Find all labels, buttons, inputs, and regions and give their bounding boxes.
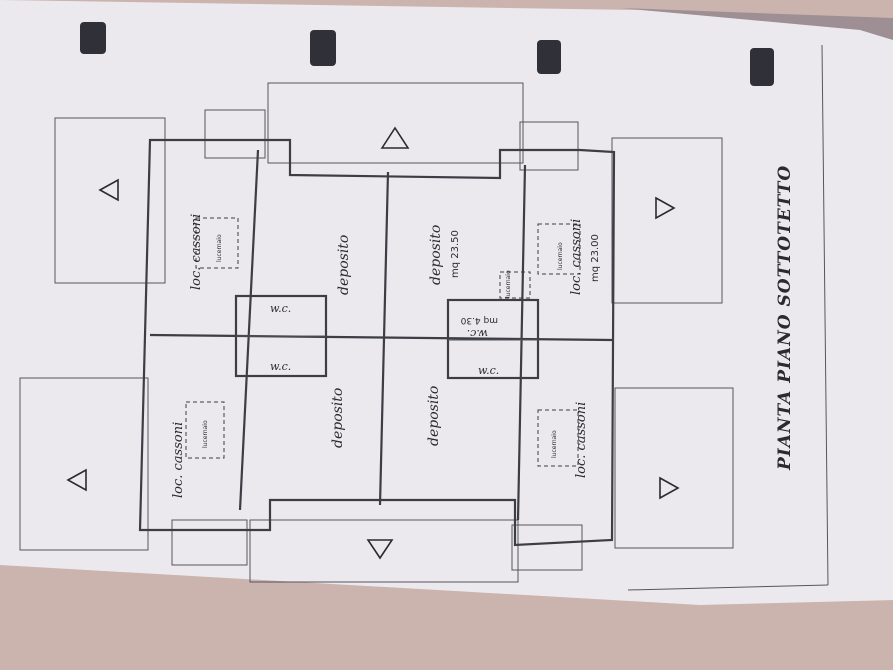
label-tc-deposito: deposito [428,225,444,285]
label-bl-lucernaio: lucernaio [202,420,209,448]
wc-blocks [234,294,540,380]
label-bl-cassoni: loc. cassoni [171,422,186,498]
label-wc-right-area: mq 4.30 [460,315,498,325]
label-tr-area: mq 23.00 [590,234,601,282]
label-wc-right-bottom: w.c. [478,364,499,377]
frame-line [821,44,829,586]
label-wc-left-top: w.c. [270,302,291,315]
skylights [185,217,581,467]
label-tl-deposito: deposito [336,235,352,295]
label-tl-lucernaio: lucernaio [216,234,223,262]
label-br-cassoni: loc. cassoni [574,402,589,478]
label-tr-cassoni: loc. cassoni [569,219,584,295]
slope-arrows [66,126,680,560]
label-tr-lucernaio: lucernaio [557,242,564,270]
label-bc-deposito: deposito [426,386,442,446]
label-br-lucernaio: lucernaio [551,430,558,458]
paper-sheet [0,0,893,605]
label-tc-area: mq 23.50 [450,230,461,278]
label-wc-left-bottom: w.c. [270,360,291,373]
roof-hatch-areas [19,82,734,583]
binder-holes [80,22,774,86]
label-tl-cassoni: loc. cassoni [189,214,204,290]
label-bl-deposito: deposito [330,388,346,448]
label-wc-right-lucernaio: lucernaio [505,270,512,298]
plan-title: PIANTA PIANO SOTTOTETTO [775,165,795,471]
building-walls [138,138,616,547]
sheet-shadow-edge [620,8,893,40]
label-wc-right: w.c. [467,327,488,340]
frame-line-bottom [627,584,829,591]
